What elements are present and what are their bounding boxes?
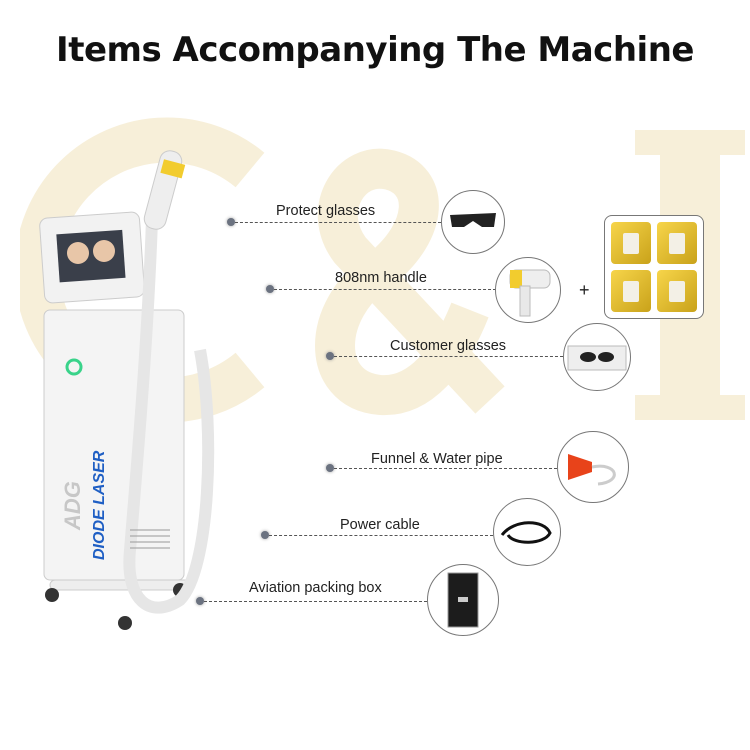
leader-line <box>235 222 441 223</box>
plus-sign: + <box>579 280 590 300</box>
leader-line <box>334 356 563 357</box>
pointer-dot <box>326 352 334 360</box>
item-label-customer-glasses: Customer glasses <box>390 338 507 354</box>
leader-line <box>274 289 496 290</box>
machine-label-text: DIODE LASER <box>91 450 108 560</box>
protect-glasses-image <box>441 190 505 254</box>
item-label-aviation-packing-box: Aviation packing box <box>249 580 382 596</box>
page-title: Items Accompanying The Machine <box>56 30 694 70</box>
leader-line <box>334 468 557 469</box>
item-label-funnel-water-pipe: Funnel & Water pipe <box>371 451 503 467</box>
packing-box-image <box>427 564 499 636</box>
laser-handle-image <box>495 257 561 323</box>
pointer-dot <box>326 464 334 472</box>
pointer-dot <box>227 218 235 226</box>
handle-tip <box>611 222 651 264</box>
item-label-power-cable: Power cable <box>340 517 420 533</box>
diode-laser-machine-image: ADG DIODE LASER <box>39 150 215 630</box>
pointer-dot <box>196 597 204 605</box>
power-cable-image <box>493 498 561 566</box>
funnel-water-pipe-image <box>557 431 629 503</box>
leader-line <box>204 601 427 602</box>
handle-tips-image <box>604 215 704 319</box>
machine-brand-text: ADG <box>60 481 85 531</box>
pointer-dot <box>261 531 269 539</box>
handle-tip <box>657 222 697 264</box>
leader-line <box>269 535 493 536</box>
handle-tip <box>657 270 697 312</box>
customer-glasses-image <box>563 323 631 391</box>
pointer-dot <box>266 285 274 293</box>
handle-tip <box>611 270 651 312</box>
item-label-protect-glasses: Protect glasses <box>276 203 376 219</box>
item-label-808nm-handle: 808nm handle <box>335 270 427 286</box>
